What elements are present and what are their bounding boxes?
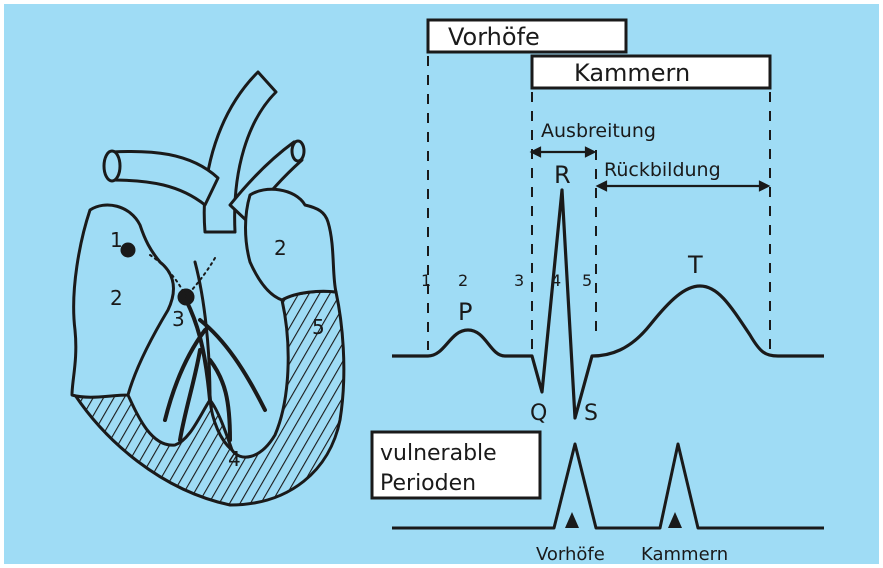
vulnerable-title-line1: vulnerable: [380, 441, 497, 466]
phase-number-2: 2: [458, 271, 468, 290]
ventricles-box-label: Kammern: [574, 59, 690, 87]
heart-label-1: 1: [110, 228, 123, 252]
heart-label-3: 3: [172, 307, 185, 331]
vulnerable-ventricles-label: Kammern: [641, 544, 728, 565]
vulnerable-atria-label: Vorhöfe: [536, 544, 605, 565]
sa-node: [122, 244, 134, 256]
phase-number-3: 3: [514, 271, 524, 290]
phase-number-1: 1: [421, 271, 431, 290]
wave-t: T: [687, 251, 703, 279]
vulnerable-title-line2: Perioden: [380, 471, 476, 496]
phase-number-5: 5: [582, 271, 592, 290]
heart-label-4: 4: [228, 447, 241, 471]
heart-label-2-right: 2: [110, 286, 123, 310]
wave-q: Q: [530, 401, 547, 426]
pulmonary-artery-opening: [292, 141, 304, 161]
heart-label-5: 5: [312, 315, 325, 339]
spread-label: Ausbreitung: [541, 120, 656, 142]
vena-cava-opening: [104, 151, 120, 181]
recovery-label: Rückbildung: [604, 159, 721, 181]
heart-label-2-left: 2: [274, 236, 287, 260]
phase-number-4: 4: [551, 271, 561, 290]
wave-r: R: [554, 161, 571, 189]
wave-s: S: [584, 401, 598, 426]
atria-box-label: Vorhöfe: [448, 23, 540, 51]
wave-p: P: [458, 298, 472, 326]
